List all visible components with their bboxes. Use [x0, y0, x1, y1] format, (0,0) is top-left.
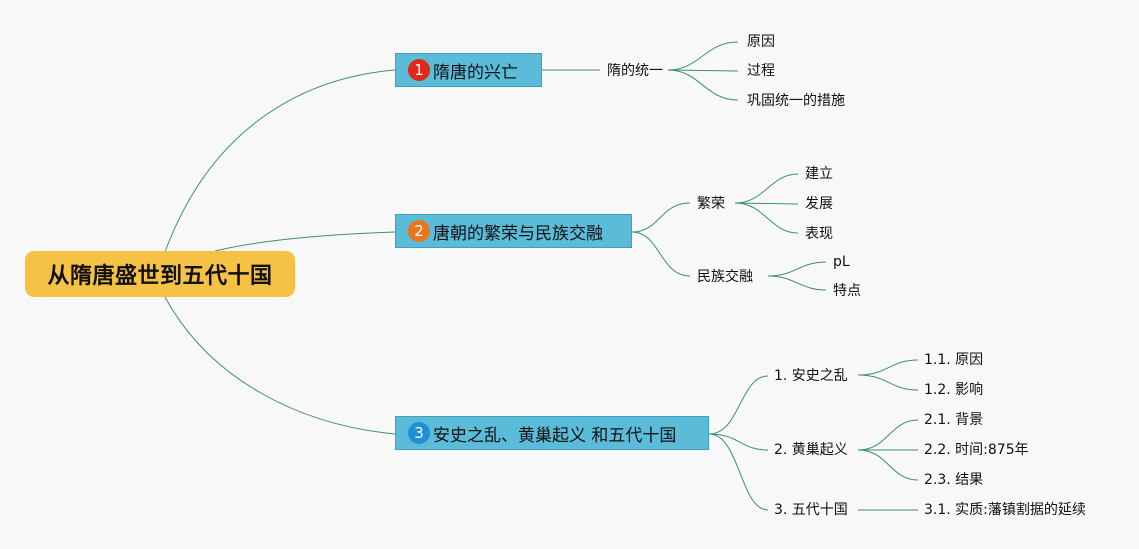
- link-b2-leaf4: [767, 261, 827, 277]
- branch-topic-2[interactable]: 2 唐朝的繁荣与民族交融: [395, 214, 632, 248]
- link-b3-leaf3: [857, 419, 919, 451]
- link-b3-leaf1: [857, 359, 919, 376]
- leaf-topic[interactable]: 2.3. 结果: [924, 472, 984, 488]
- link-root-branch1: [164, 69, 396, 253]
- link-b2-sub2: [631, 231, 691, 277]
- branch-topic-3[interactable]: 3 安史之乱、黄巢起义 和五代十国: [395, 416, 709, 450]
- subtopic-five-dynasties[interactable]: 3. 五代十国: [774, 502, 848, 518]
- link-b2-leaf2: [734, 202, 799, 205]
- leaf-topic[interactable]: 2.1. 背景: [924, 412, 984, 428]
- branch-label-2: 唐朝的繁荣与民族交融: [433, 223, 603, 244]
- link-b1-leaf1: [667, 41, 739, 71]
- link-b3-sub1: [708, 375, 769, 435]
- subtopic-prosperity[interactable]: 繁荣: [697, 196, 725, 212]
- link-b2-leaf3: [734, 202, 799, 234]
- link-root-branch3: [164, 296, 396, 435]
- branch-label-1: 隋唐的兴亡: [433, 62, 518, 83]
- leaf-topic[interactable]: 1.1. 原因: [924, 352, 984, 368]
- leaf-topic[interactable]: 2.2. 时间:875年: [924, 442, 1029, 458]
- link-b3-leaf2: [857, 374, 919, 391]
- root-topic[interactable]: 从隋唐盛世到五代十国: [25, 251, 295, 297]
- leaf-topic[interactable]: pL: [833, 254, 850, 270]
- leaf-topic[interactable]: 3.1. 实质:藩镇割据的延续: [924, 502, 1086, 518]
- link-b2-sub1: [631, 202, 691, 233]
- subtopic-ethnic-integration[interactable]: 民族交融: [697, 269, 753, 285]
- link-b3-leaf5: [857, 449, 919, 481]
- branch-topic-1[interactable]: 1 隋唐的兴亡: [395, 53, 542, 87]
- number-badge-3: 3: [408, 422, 430, 444]
- leaf-topic[interactable]: 建立: [805, 166, 833, 182]
- leaf-topic[interactable]: 巩固统一的措施: [747, 93, 845, 109]
- branch-label-3: 安史之乱、黄巢起义 和五代十国: [433, 425, 677, 446]
- link-b1-leaf3: [667, 69, 739, 101]
- leaf-topic[interactable]: 特点: [833, 283, 861, 299]
- leaf-topic[interactable]: 原因: [747, 34, 775, 50]
- link-b2-leaf1: [734, 173, 799, 204]
- link-b3-sub3: [708, 433, 769, 511]
- subtopic-huang-chao-uprising[interactable]: 2. 黄巢起义: [774, 442, 848, 458]
- number-badge-1: 1: [408, 59, 430, 81]
- link-b1-leaf2: [667, 69, 739, 72]
- subtopic-an-shi-rebellion[interactable]: 1. 安史之乱: [774, 368, 848, 384]
- link-root-branch2: [214, 231, 396, 252]
- leaf-topic[interactable]: 1.2. 影响: [924, 382, 984, 398]
- subtopic-sui-unification[interactable]: 隋的统一: [607, 63, 663, 79]
- leaf-topic[interactable]: 表现: [805, 226, 833, 242]
- number-badge-2: 2: [408, 220, 430, 242]
- leaf-topic[interactable]: 发展: [805, 196, 833, 212]
- link-b2-leaf5: [767, 275, 827, 291]
- leaf-topic[interactable]: 过程: [747, 63, 775, 79]
- link-b3-sub2: [708, 433, 769, 451]
